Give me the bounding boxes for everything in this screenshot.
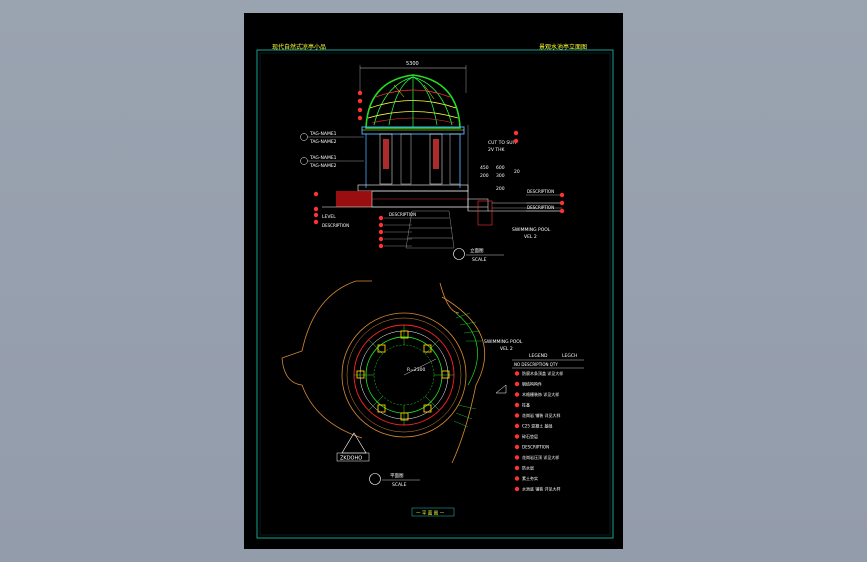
legend-marker (514, 476, 520, 481)
legend-marker (514, 402, 520, 408)
north-tag: ZKDOHO (340, 456, 362, 462)
desc-label-r2: DESCRIPTION (527, 205, 554, 210)
legend-marker (514, 434, 520, 439)
plan-pool-sub: VEL 2 (500, 346, 513, 352)
footer-label: 一 平 面 图 一 (416, 511, 445, 517)
title-right: 景观水池亭立面图 (539, 43, 587, 51)
legend-item: C25 混凝土 基础 (522, 423, 552, 429)
legend-marker (514, 371, 520, 376)
legend-marker (514, 413, 520, 418)
legend-item: 木格栅装饰 详见大样 (522, 391, 559, 397)
base-left (336, 191, 372, 207)
elev-pool-sub: VEL 2 (524, 234, 537, 240)
columns (365, 133, 461, 188)
inner-frame (259, 52, 611, 536)
cut-thk: 2V THK (488, 147, 506, 153)
plan-bubble (369, 473, 381, 485)
plan-pool-label: SWIMMING POOL (484, 339, 523, 345)
north-arrow-icon (341, 432, 367, 454)
elevation-view: 5300 (300, 61, 565, 263)
legend-marker (514, 486, 520, 492)
elevation-bubble (453, 248, 465, 260)
legend-title: LEGEND (529, 353, 548, 359)
plan-view: R=2300 SWIMMING POOL VEL 2 ZKDOHO 平面图 SC… (281, 280, 523, 488)
dim-f: 200 (496, 186, 505, 192)
legend-marker (514, 381, 520, 387)
drawing-sheet: 现代自然式凉亭小品 景观水池亭立面图 5300 (244, 13, 623, 549)
tag-name-4: TAG-NAME2 (309, 163, 337, 169)
desc-label-r1: DESCRIPTION (527, 189, 554, 194)
dim-a: 450 (480, 165, 489, 171)
legend-title-2: LEGCH (562, 353, 577, 359)
legend-item: 柱基 (522, 402, 530, 408)
legend-item: 碎石垫层 (522, 433, 538, 439)
legend-marker (514, 455, 520, 460)
column-markers (356, 330, 450, 421)
drawing-frame (256, 49, 614, 539)
elev-pool-label: SWIMMING POOL (512, 227, 551, 233)
legend-item: 防水层 (522, 465, 534, 471)
tag-name-3: TAG-NAME1 (309, 155, 337, 161)
legend-header: NO DESCRIPTION QTY (514, 362, 558, 367)
elevation-scale-label: SCALE (472, 257, 487, 263)
legend-item: 防腐木条顶盖 详见大样 (522, 370, 563, 376)
left-callouts: TAG-NAME1 TAG-NAME2 TAG-NAME1 TAG-NAME2 … (300, 90, 416, 249)
legend-marker (514, 444, 520, 450)
dim-b: 600 (496, 165, 505, 171)
dim-top: 5300 (406, 61, 419, 67)
legend-marker (514, 423, 520, 429)
dim-c: 200 (480, 173, 489, 179)
level-label: LEVEL (322, 214, 336, 220)
legend-item: 水池底 铺装 详见大样 (522, 486, 561, 492)
desc-label-1: DESCRIPTION (322, 223, 349, 228)
legend-item: DESCRIPTION (522, 445, 549, 450)
ring-outer (341, 312, 467, 438)
legend-item: 花岗岩 铺装 详见大样 (522, 412, 561, 418)
dim-e: 20 (514, 169, 520, 175)
elevation-title: 立面图 (470, 247, 484, 254)
cad-drawing: 现代自然式凉亭小品 景观水池亭立面图 5300 (256, 43, 614, 539)
cut-to-suit: CUT TO SUIT (488, 140, 517, 146)
desc-label-2: DESCRIPTION (389, 212, 416, 217)
plan-scale-label: SCALE (392, 482, 407, 488)
plan-title: 平面图 (390, 473, 404, 479)
legend-marker (514, 392, 520, 397)
legend: LEGEND LEGCH NO DESCRIPTION QTY 防腐木条顶盖 详… (512, 353, 584, 492)
legend-item: 花岗岩压顶 详见大样 (522, 454, 559, 460)
legend-marker (514, 465, 520, 471)
title-left: 现代自然式凉亭小品 (272, 43, 326, 51)
dim-d: 300 (496, 173, 505, 179)
right-callouts: CUT TO SUIT 2V THK 450 600 200 300 20 20… (467, 125, 565, 240)
legend-item: 钢结构构件 (522, 381, 542, 387)
tag-name-1: TAG-NAME1 (309, 131, 337, 137)
radius-label: R=2300 (407, 367, 425, 373)
legend-item: 素土夯实 (522, 475, 538, 481)
tag-name-2: TAG-NAME2 (309, 139, 337, 145)
